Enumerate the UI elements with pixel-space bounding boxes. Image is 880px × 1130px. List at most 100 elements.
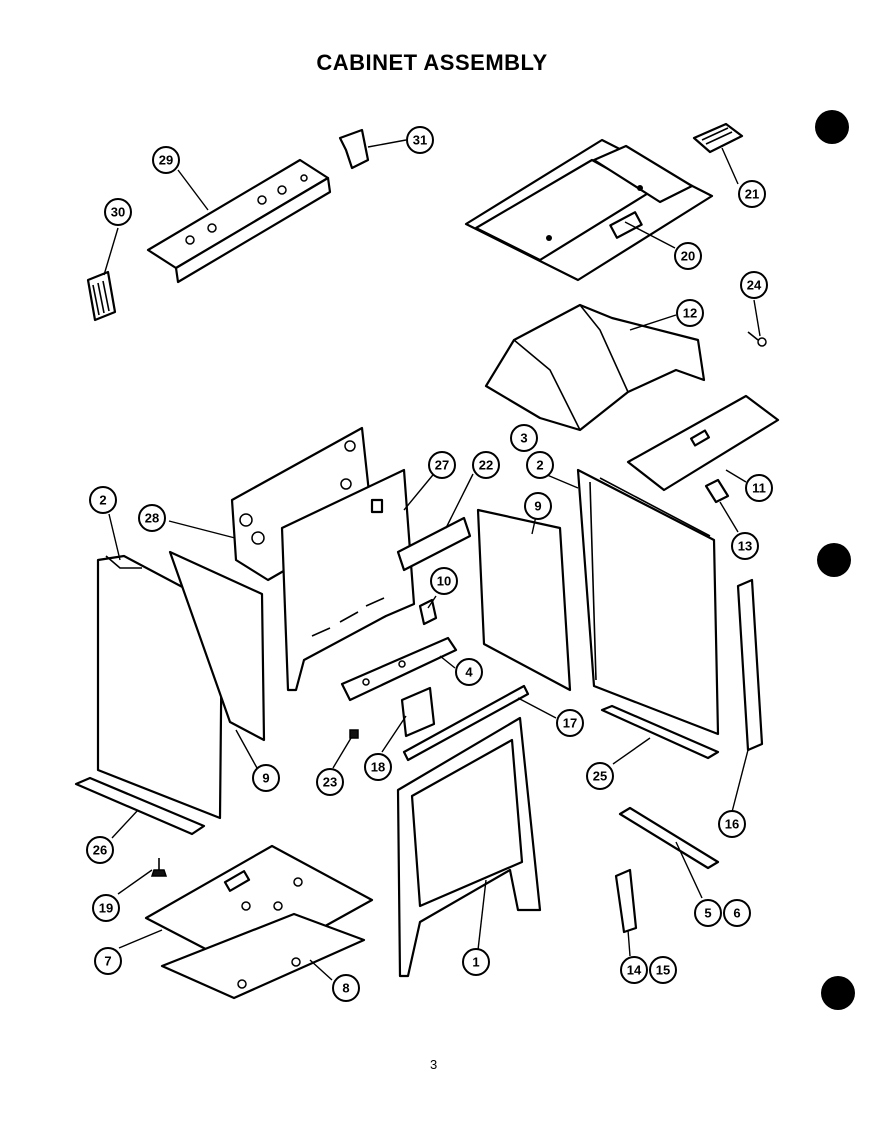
- svg-text:12: 12: [683, 306, 697, 321]
- svg-text:31: 31: [413, 133, 427, 148]
- callout-3: 3: [510, 424, 538, 452]
- part-12-heat-shield: [484, 303, 706, 432]
- punch-hole-top: [815, 110, 849, 144]
- svg-text:18: 18: [371, 760, 385, 775]
- svg-text:29: 29: [159, 153, 173, 168]
- part-14-15-bracket: [614, 868, 638, 934]
- callout-27: 27: [428, 451, 456, 479]
- part-29-control-bracket: [146, 158, 332, 284]
- svg-text:4: 4: [465, 665, 473, 680]
- callout-30: 30: [104, 198, 132, 226]
- part-11-rear-shelf: [626, 394, 780, 492]
- part-20-cooktop: [464, 138, 714, 282]
- svg-text:25: 25: [593, 769, 607, 784]
- part-1-front-frame: [396, 716, 542, 978]
- callout-1: 1: [462, 948, 490, 976]
- svg-text:28: 28: [145, 511, 159, 526]
- svg-text:2: 2: [99, 493, 106, 508]
- callout-5: 5: [694, 899, 722, 927]
- callout-20: 20: [674, 242, 702, 270]
- callout-2-left: 2: [89, 486, 117, 514]
- callout-7: 7: [94, 947, 122, 975]
- callout-9-left: 9: [252, 764, 280, 792]
- part-26-base-rail: [74, 776, 206, 836]
- part-21-grille: [692, 122, 744, 154]
- punch-hole-bottom: [821, 976, 855, 1010]
- page-number: 3: [430, 1057, 438, 1072]
- svg-text:27: 27: [435, 458, 449, 473]
- callout-14: 14: [620, 956, 648, 984]
- svg-text:26: 26: [93, 843, 107, 858]
- part-27-inner-panel: [280, 468, 416, 692]
- svg-text:14: 14: [627, 963, 642, 978]
- callout-6: 6: [723, 899, 751, 927]
- callout-28: 28: [138, 504, 166, 532]
- part-25-rail: [600, 704, 720, 760]
- callout-22: 22: [472, 451, 500, 479]
- callout-26: 26: [86, 836, 114, 864]
- svg-text:24: 24: [747, 278, 762, 293]
- svg-text:9: 9: [262, 771, 269, 786]
- svg-text:16: 16: [725, 817, 739, 832]
- svg-text:20: 20: [681, 249, 695, 264]
- callout-12: 12: [676, 299, 704, 327]
- svg-text:2: 2: [536, 458, 543, 473]
- callout-8: 8: [332, 974, 360, 1002]
- part-4-rail-bracket: [340, 636, 458, 702]
- svg-text:11: 11: [752, 481, 766, 496]
- part-9-side-panel-left: [168, 550, 266, 742]
- part-23-screw: [349, 729, 359, 739]
- part-8-bottom-plate: [160, 912, 366, 1000]
- part-10-clip: [418, 598, 438, 626]
- svg-text:9: 9: [534, 499, 541, 514]
- callout-10: 10: [430, 567, 458, 595]
- callout-4: 4: [455, 658, 483, 686]
- part-18-bracket: [400, 686, 436, 738]
- svg-text:3: 3: [520, 431, 527, 446]
- callout-18: 18: [364, 753, 392, 781]
- callout-31: 31: [406, 126, 434, 154]
- svg-text:8: 8: [342, 981, 349, 996]
- callout-25: 25: [586, 762, 614, 790]
- svg-text:13: 13: [738, 539, 752, 554]
- svg-text:10: 10: [437, 574, 451, 589]
- svg-text:19: 19: [99, 901, 113, 916]
- part-31-clip: [338, 128, 370, 170]
- callout-11: 11: [745, 474, 773, 502]
- svg-text:17: 17: [563, 716, 577, 731]
- callout-23: 23: [316, 768, 344, 796]
- part-5-6-rail: [618, 806, 720, 870]
- callout-16: 16: [718, 810, 746, 838]
- svg-text:30: 30: [111, 205, 125, 220]
- part-16-corner-strip: [736, 578, 764, 752]
- part-30-vent-grille: [86, 270, 117, 322]
- callout-13: 13: [731, 532, 759, 560]
- part-19-leveler: [150, 858, 168, 877]
- part-2-side-panel-right: [576, 468, 720, 736]
- part-9-side-panel-right: [476, 508, 572, 692]
- page-title: CABINET ASSEMBLY: [316, 50, 548, 75]
- svg-text:7: 7: [104, 954, 111, 969]
- callout-24: 24: [740, 271, 768, 299]
- callout-2-right: 2: [526, 451, 554, 479]
- svg-text:21: 21: [745, 187, 759, 202]
- part-17-strip: [402, 684, 530, 762]
- callout-19: 19: [92, 894, 120, 922]
- svg-text:23: 23: [323, 775, 337, 790]
- punch-hole-middle: [817, 543, 851, 577]
- svg-text:22: 22: [479, 458, 493, 473]
- callout-17: 17: [556, 709, 584, 737]
- part-24-fastener: [747, 331, 767, 347]
- callout-15: 15: [649, 956, 677, 984]
- svg-text:1: 1: [472, 955, 479, 970]
- svg-text:5: 5: [704, 906, 711, 921]
- svg-text:6: 6: [733, 906, 740, 921]
- part-22-bracket: [396, 516, 472, 572]
- part-13-bracket: [704, 478, 730, 504]
- callout-21: 21: [738, 180, 766, 208]
- svg-text:15: 15: [656, 963, 670, 978]
- callout-9-right: 9: [524, 492, 552, 520]
- callout-29: 29: [152, 146, 180, 174]
